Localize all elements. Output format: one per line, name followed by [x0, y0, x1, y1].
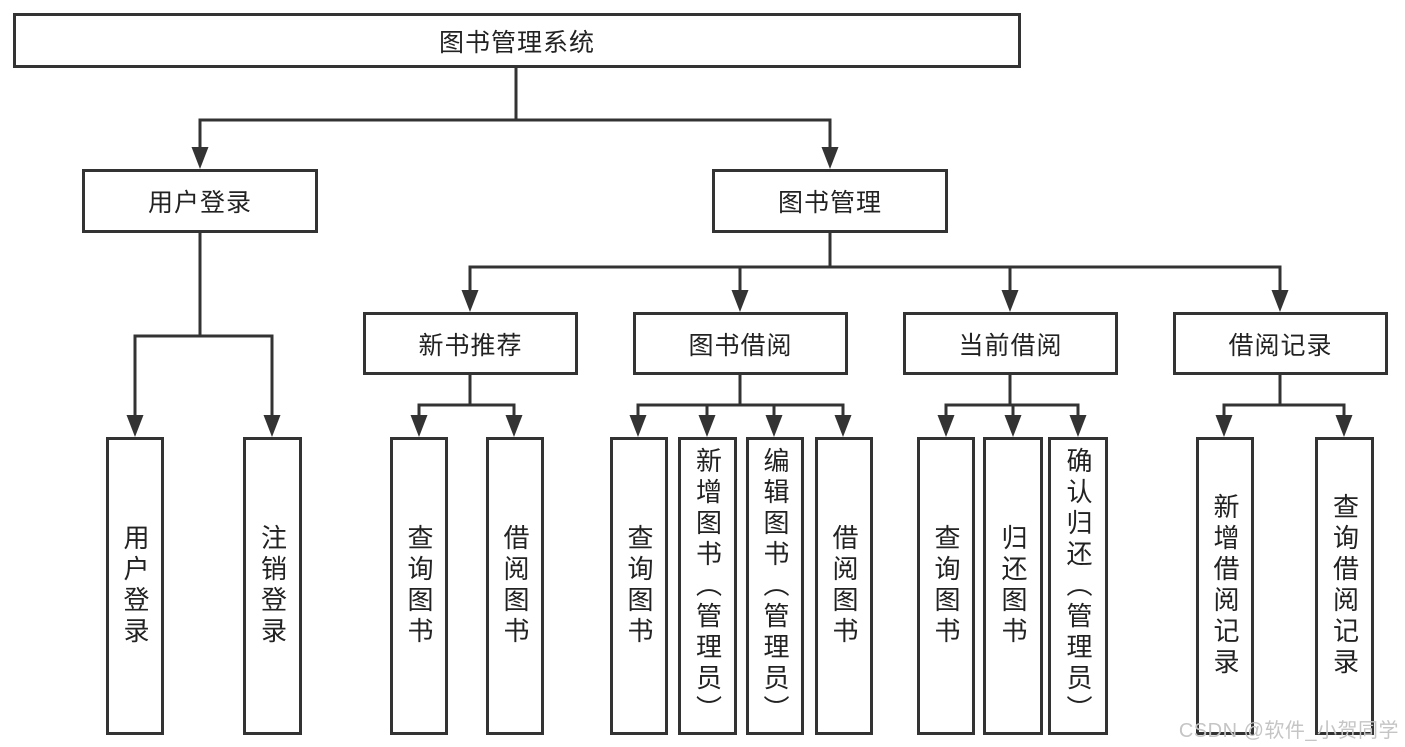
csdn-watermark: CSDN @软件_小贺同学	[1178, 720, 1399, 742]
leaf-borrowing-borrow-books: 借阅图书	[815, 437, 873, 735]
node-borrowing-records: 借阅记录	[1173, 312, 1388, 375]
node-new-book-recommend: 新书推荐	[363, 312, 578, 375]
node-library-management-system: 图书管理系统	[13, 13, 1021, 68]
leaf-current-confirm-return-admin: 确认归还（管理员）	[1048, 437, 1108, 735]
leaf-records-add-borrow-record: 新增借阅记录	[1196, 437, 1254, 735]
node-user-login: 用户登录	[82, 169, 318, 233]
node-book-management: 图书管理	[712, 169, 948, 233]
leaf-records-query-borrow-record: 查询借阅记录	[1315, 437, 1374, 735]
leaf-borrowing-edit-books-admin: 编辑图书（管理员）	[746, 437, 804, 735]
leaf-newbook-query-books: 查询图书	[390, 437, 448, 735]
node-book-borrowing: 图书借阅	[633, 312, 848, 375]
leaf-borrowing-add-books-admin: 新增图书（管理员）	[678, 437, 737, 735]
leaf-newbook-borrow-books: 借阅图书	[486, 437, 544, 735]
leaf-borrowing-query-books: 查询图书	[610, 437, 668, 735]
leaf-user-login: 用户登录	[106, 437, 164, 735]
leaf-current-return-books: 归还图书	[983, 437, 1043, 735]
leaf-logout: 注销登录	[243, 437, 302, 735]
node-current-borrowing: 当前借阅	[903, 312, 1118, 375]
leaf-current-query-books: 查询图书	[917, 437, 975, 735]
